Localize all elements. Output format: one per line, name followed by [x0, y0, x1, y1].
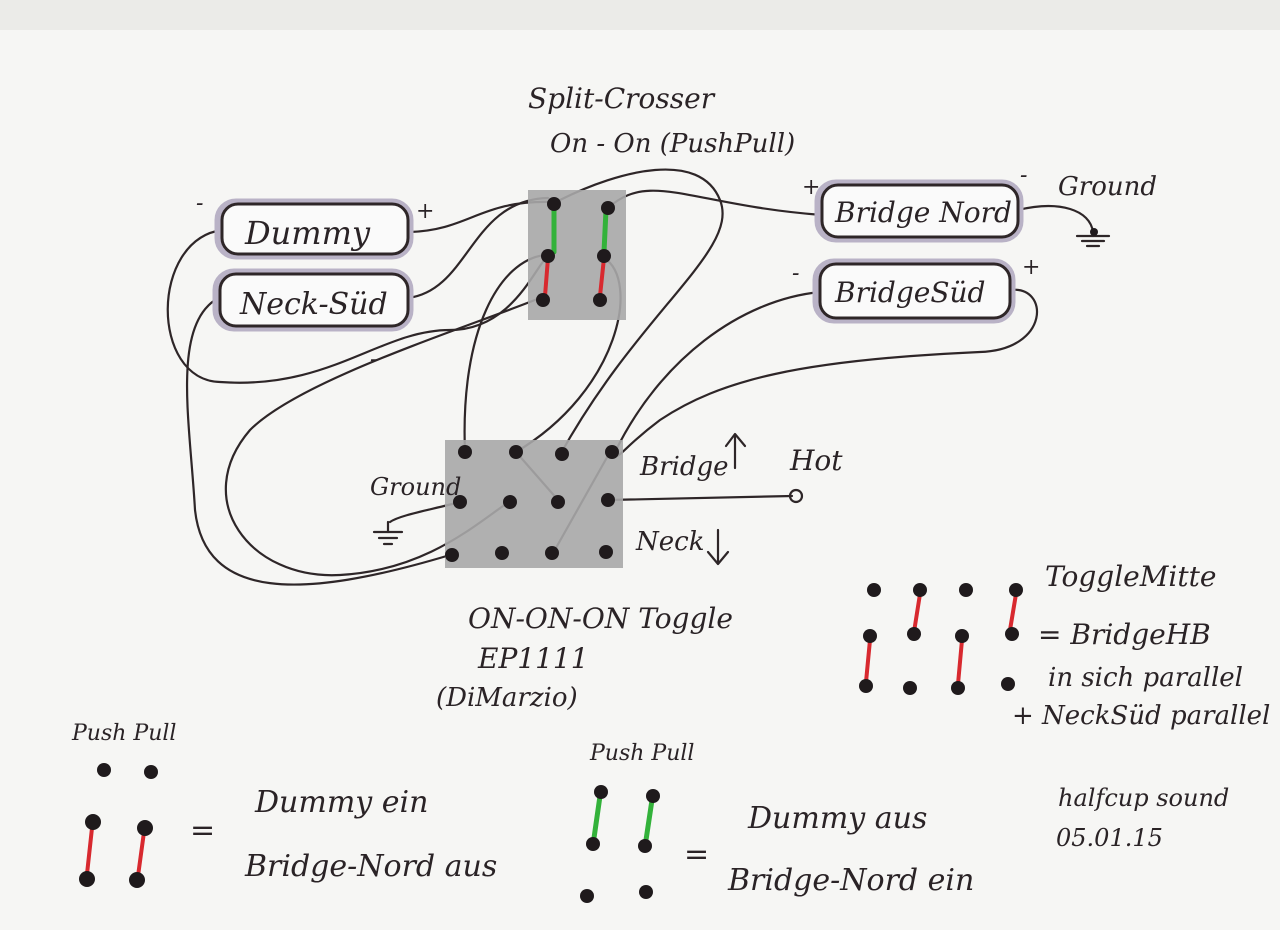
legend-pull-equals: =	[684, 837, 709, 872]
scan-top-band	[0, 0, 1280, 30]
toggle-mitte-line2: = BridgeHB	[1038, 618, 1211, 651]
pushpull-switch	[528, 190, 626, 320]
toggle-neck-label: Neck	[635, 527, 704, 557]
pickup-neck-sued: Neck-Süd -	[212, 268, 414, 372]
wire-pp-bridgenord	[606, 189, 824, 217]
pickup-bridge-sued-plus: +	[1022, 255, 1040, 280]
toggle-switch	[445, 440, 623, 568]
pickup-bridge-sued-label: BridgeSüd	[834, 276, 985, 309]
legend-push-line1: Dummy ein	[254, 785, 428, 820]
signature-line2: 05.01.15	[1056, 824, 1163, 852]
pp-lug-6	[593, 293, 607, 307]
ground-top-label: Ground	[1058, 172, 1157, 202]
wire-pp-toggle-b	[558, 168, 724, 457]
legend-pull-line2: Bridge-Nord ein	[727, 863, 974, 898]
arrow-up-icon	[724, 432, 747, 470]
pp-lug-4	[597, 249, 611, 263]
pickup-bridge-nord: Bridge Nord + -	[802, 163, 1027, 243]
pickup-dummy-plus: +	[416, 199, 434, 224]
legend-push-heading: Push Pull	[71, 721, 176, 746]
pp-lug-3	[541, 249, 555, 263]
pushpull-title-line2: On - On (PushPull)	[550, 129, 795, 159]
wire-bridgesued-plus	[610, 288, 1039, 458]
legend-pull-heading: Push Pull	[589, 741, 694, 766]
signature-line1: halfcup sound	[1058, 784, 1229, 812]
toggle-mitte-line3: in sich parallel	[1048, 663, 1243, 693]
pickup-bridge-nord-label: Bridge Nord	[834, 196, 1012, 229]
pp-lug-2	[601, 201, 615, 215]
pickup-dummy-label: Dummy	[244, 214, 371, 252]
legend-push-diagram	[79, 763, 158, 888]
toggle-bridge-label: Bridge	[639, 452, 729, 482]
arrow-down-icon	[706, 528, 730, 566]
wire-toggle-hot	[606, 494, 794, 502]
pickup-bridge-sued-minus: -	[792, 261, 799, 286]
pp-lug-5	[536, 293, 550, 307]
toggle-mitte-line4: + NeckSüd parallel	[1012, 701, 1270, 731]
pushpull-title-line1: Split-Crosser	[528, 82, 716, 115]
toggle-hot-label: Hot	[789, 444, 843, 477]
ground-symbol-toggle	[372, 520, 404, 546]
wire-necksued-minus	[186, 294, 452, 586]
legend-pull-line1: Dummy aus	[747, 801, 927, 836]
hot-output-jack	[788, 488, 804, 504]
wire-bridgenord-ground	[1016, 205, 1095, 234]
toggle-mitte-line1: ToggleMitte	[1045, 560, 1216, 593]
pickup-dummy-minus: -	[196, 191, 203, 216]
pickup-bridge-nord-plus: +	[802, 175, 820, 200]
toggle-mitte-diagram	[859, 583, 1023, 695]
ground-symbol-bridge	[1075, 228, 1111, 248]
toggle-name-line3: (DiMarzio)	[436, 683, 578, 713]
wire-dummy-minus	[166, 228, 554, 384]
legend-push-equals: =	[190, 813, 215, 848]
pickup-bridge-sued: BridgeSüd - +	[792, 255, 1040, 324]
toggle-name-line1: ON-ON-ON Toggle	[468, 602, 733, 635]
wire-loop-left	[224, 296, 542, 577]
pickup-neck-sued-label: Neck-Süd	[239, 287, 388, 322]
toggle-ground-label: Ground	[370, 473, 461, 501]
pickup-bridge-nord-minus: -	[1020, 163, 1027, 188]
legend-push-line2: Bridge-Nord aus	[244, 849, 497, 884]
pickup-neck-sued-minus: -	[370, 347, 377, 372]
pickup-dummy: Dummy - +	[196, 191, 434, 260]
legend-pull-diagram	[580, 785, 660, 903]
pp-lug-1	[547, 197, 561, 211]
wire-necksued-plus	[406, 196, 550, 300]
toggle-name-line2: EP1111	[477, 642, 589, 675]
wire-bridgesued-minus	[613, 290, 822, 454]
